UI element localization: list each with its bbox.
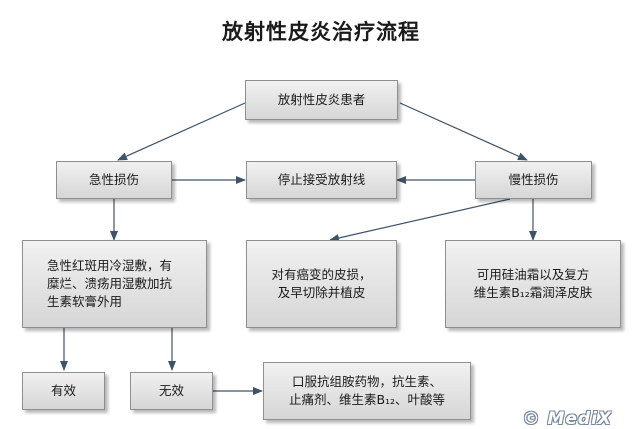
- oral-line-1: 口服抗组胺药物，抗生素、: [291, 374, 442, 389]
- acute-treatment-line-3: 生素软膏外用: [47, 294, 123, 309]
- node-ineffective-label: 无效: [158, 383, 184, 398]
- node-chronic-injury: 慢性损伤: [475, 161, 592, 199]
- node-stop-label: 停止接受放射线: [277, 172, 366, 187]
- node-acute-treatment: 急性红斑用冷湿敷，有 糜烂、溃疡用湿敷加抗 生素软膏外用: [22, 240, 207, 328]
- oral-line-2: 止痛剂、维生素B₁₂、叶酸等: [288, 392, 446, 407]
- node-patient: 放射性皮炎患者: [245, 80, 398, 120]
- arrow-patient-to-acute: [117, 102, 246, 161]
- silicone-line-1: 可用硅油霜以及复方: [476, 267, 590, 282]
- node-silicone-cream: 可用硅油霜以及复方 维生素B₁₂霜润泽皮肤: [445, 240, 621, 328]
- node-cancer-excision: 对有癌变的皮损， 及早切除并植皮: [246, 240, 397, 328]
- cancer-line-1: 对有癌变的皮损，: [271, 267, 372, 282]
- arrow-patient-to-chronic: [399, 102, 528, 161]
- node-ineffective: 无效: [130, 372, 213, 410]
- watermark: © MediX: [522, 409, 612, 429]
- node-stop-radiation: 停止接受放射线: [246, 161, 397, 199]
- node-effective-label: 有效: [50, 383, 76, 398]
- node-patient-label: 放射性皮炎患者: [277, 92, 366, 107]
- node-chronic-label: 慢性损伤: [508, 172, 559, 187]
- acute-treatment-line-2: 糜烂、溃疡用湿敷加抗: [47, 276, 173, 291]
- acute-treatment-line-1: 急性红斑用冷湿敷，有: [47, 258, 173, 273]
- node-acute-label: 急性损伤: [88, 172, 139, 187]
- cancer-line-2: 及早切除并植皮: [277, 285, 366, 300]
- arrow-chronic-to-cancer: [329, 198, 511, 242]
- silicone-line-2: 维生素B₁₂霜润泽皮肤: [473, 285, 593, 300]
- page-title: 放射性皮炎治疗流程: [222, 19, 420, 44]
- node-acute-injury: 急性损伤: [56, 161, 172, 199]
- node-oral-medication: 口服抗组胺药物，抗生素、 止痛剂、维生素B₁₂、叶酸等: [263, 362, 471, 420]
- node-effective: 有效: [22, 372, 105, 410]
